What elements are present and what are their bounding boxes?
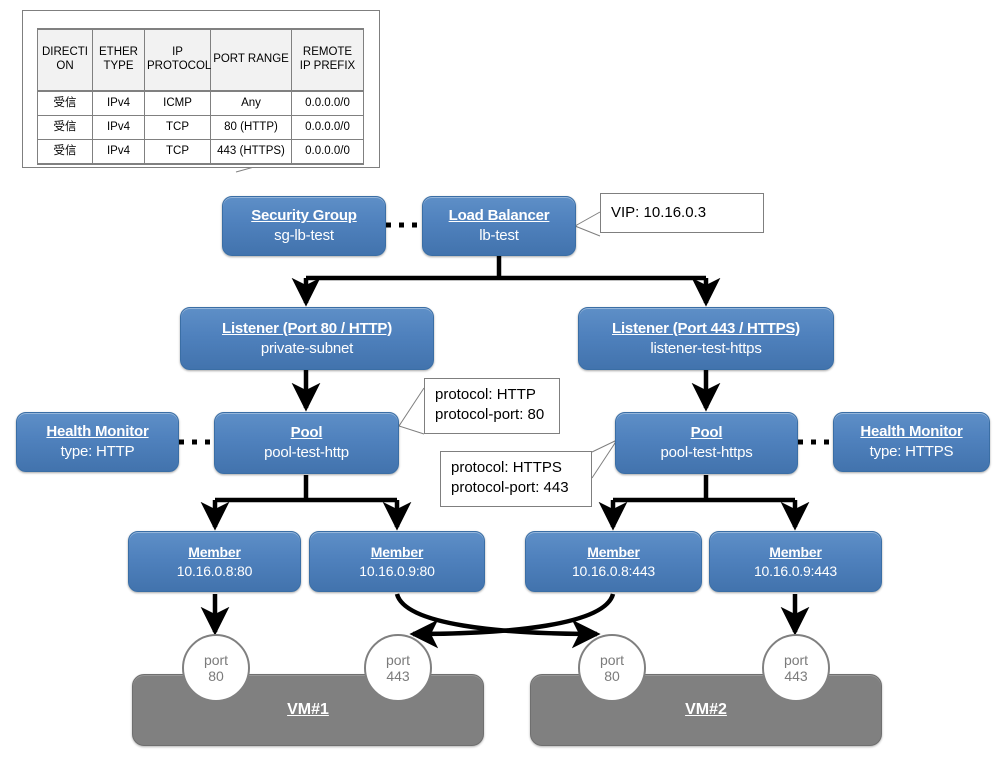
col-header-remote-ip-prefix: REMOTE IP PREFIX bbox=[291, 28, 364, 92]
node-subtitle: lb-test bbox=[479, 227, 519, 244]
port-circle-vm1-443[interactable]: port 443 bbox=[364, 634, 432, 702]
table-row: 受信 IPv4 ICMP Any 0.0.0.0/0 bbox=[37, 90, 364, 116]
table-row: 受信 IPv4 TCP 80 (HTTP) 0.0.0.0/0 bbox=[37, 115, 364, 140]
port-label: port bbox=[599, 651, 625, 668]
cell-remote-ip-prefix: 0.0.0.0/0 bbox=[291, 139, 364, 165]
callout-http-line1: protocol: HTTP bbox=[435, 386, 536, 403]
node-subtitle: 10.16.0.9:80 bbox=[359, 562, 435, 579]
callout-https-line2: protocol-port: 443 bbox=[451, 479, 569, 497]
cell-remote-ip-prefix: 0.0.0.0/0 bbox=[291, 115, 364, 140]
node-health-monitor-http[interactable]: Health Monitor type: HTTP bbox=[16, 412, 179, 472]
node-member-1[interactable]: Member 10.16.0.8:80 bbox=[128, 531, 301, 592]
port-circle-vm1-80[interactable]: port 80 bbox=[182, 634, 250, 702]
cell-port-range: Any bbox=[210, 90, 292, 116]
port-label: port bbox=[385, 651, 411, 668]
table-header-row: DIRECTI ON ETHER TYPE IP PROTOCOL PORT R… bbox=[37, 28, 364, 92]
col-header-ether-type: ETHER TYPE bbox=[92, 28, 145, 92]
node-subtitle: 10.16.0.8:80 bbox=[176, 562, 253, 579]
table-row: 受信 IPv4 TCP 443 (HTTPS) 0.0.0.0/0 bbox=[37, 139, 364, 165]
col-header-ip-protocol: IP PROTOCOL bbox=[144, 28, 211, 92]
cell-ip-protocol: TCP bbox=[144, 115, 211, 140]
node-subtitle: type: HTTPS bbox=[869, 443, 954, 460]
node-title: Listener (Port 80 / HTTP) bbox=[221, 319, 393, 337]
node-title: Health Monitor bbox=[46, 423, 149, 441]
node-vm1[interactable]: VM#1 bbox=[132, 674, 484, 746]
port-label: port bbox=[783, 651, 809, 668]
cell-ether-type: IPv4 bbox=[92, 90, 145, 116]
node-pool-http[interactable]: Pool pool-test-http bbox=[214, 412, 399, 474]
node-subtitle: 10.16.0.8:443 bbox=[571, 562, 656, 579]
cell-ether-type: IPv4 bbox=[92, 139, 145, 165]
col-header-direction: DIRECTI ON bbox=[37, 28, 93, 92]
node-subtitle: type: HTTP bbox=[60, 443, 135, 460]
port-number: 80 bbox=[604, 668, 620, 684]
node-pool-https[interactable]: Pool pool-test-https bbox=[615, 412, 798, 474]
node-subtitle: listener-test-https bbox=[650, 339, 762, 357]
port-circle-vm2-443[interactable]: port 443 bbox=[762, 634, 830, 702]
node-member-4[interactable]: Member 10.16.0.9:443 bbox=[709, 531, 882, 592]
node-listener-http[interactable]: Listener (Port 80 / HTTP) private-subnet bbox=[180, 307, 434, 370]
node-subtitle: private-subnet bbox=[260, 339, 354, 357]
port-circle-vm2-80[interactable]: port 80 bbox=[578, 634, 646, 702]
cell-ether-type: IPv4 bbox=[92, 115, 145, 140]
cell-direction: 受信 bbox=[37, 139, 93, 165]
node-subtitle: 10.16.0.9:443 bbox=[753, 562, 838, 579]
node-title: Pool bbox=[290, 424, 323, 442]
node-title: Pool bbox=[690, 424, 723, 442]
cell-ip-protocol: TCP bbox=[144, 139, 211, 165]
node-subtitle: sg-lb-test bbox=[274, 227, 334, 244]
callout-protocol-https: protocol: HTTPS protocol-port: 443 bbox=[440, 451, 592, 507]
port-number: 80 bbox=[208, 668, 224, 684]
col-header-port-range: PORT RANGE bbox=[210, 28, 292, 92]
security-group-rules-callout: DIRECTI ON ETHER TYPE IP PROTOCOL PORT R… bbox=[22, 10, 380, 168]
node-title: Member bbox=[769, 543, 822, 560]
callout-vip-text: VIP: 10.16.0.3 bbox=[611, 203, 707, 221]
node-title: Member bbox=[370, 543, 424, 560]
node-title: Listener (Port 443 / HTTPS) bbox=[612, 319, 800, 337]
node-title: Health Monitor bbox=[860, 423, 963, 441]
node-title: Security Group bbox=[251, 207, 357, 225]
cell-direction: 受信 bbox=[37, 115, 93, 140]
port-number: 443 bbox=[386, 668, 410, 684]
tail-vip bbox=[573, 211, 601, 237]
callout-http-line2: protocol-port: 80 bbox=[435, 406, 545, 424]
vm-title: VM#2 bbox=[685, 701, 727, 718]
callout-protocol-http: protocol: HTTP protocol-port: 80 bbox=[424, 378, 560, 434]
port-label: port bbox=[203, 651, 229, 668]
tail-https bbox=[591, 438, 619, 479]
node-security-group[interactable]: Security Group sg-lb-test bbox=[222, 196, 386, 256]
node-subtitle: pool-test-http bbox=[264, 444, 349, 461]
node-listener-https[interactable]: Listener (Port 443 / HTTPS) listener-tes… bbox=[578, 307, 834, 370]
callout-vip: VIP: 10.16.0.3 bbox=[600, 193, 764, 233]
node-health-monitor-https[interactable]: Health Monitor type: HTTPS bbox=[833, 412, 990, 472]
port-number: 443 bbox=[784, 668, 808, 684]
node-title: Member bbox=[587, 543, 640, 560]
security-group-rules-table: DIRECTI ON ETHER TYPE IP PROTOCOL PORT R… bbox=[37, 28, 364, 165]
node-title: Member bbox=[188, 543, 241, 560]
callout-https-line1: protocol: HTTPS bbox=[451, 459, 562, 476]
node-title: Load Balancer bbox=[448, 207, 550, 225]
cell-direction: 受信 bbox=[37, 90, 93, 116]
cell-remote-ip-prefix: 0.0.0.0/0 bbox=[291, 90, 364, 116]
tail-http bbox=[398, 387, 425, 435]
cell-port-range: 80 (HTTP) bbox=[210, 115, 292, 140]
cell-port-range: 443 (HTTPS) bbox=[210, 139, 292, 165]
node-member-2[interactable]: Member 10.16.0.9:80 bbox=[309, 531, 485, 592]
cell-ip-protocol: ICMP bbox=[144, 90, 211, 116]
node-load-balancer[interactable]: Load Balancer lb-test bbox=[422, 196, 576, 256]
vm-title: VM#1 bbox=[287, 701, 329, 718]
node-subtitle: pool-test-https bbox=[660, 444, 753, 461]
node-member-3[interactable]: Member 10.16.0.8:443 bbox=[525, 531, 702, 592]
